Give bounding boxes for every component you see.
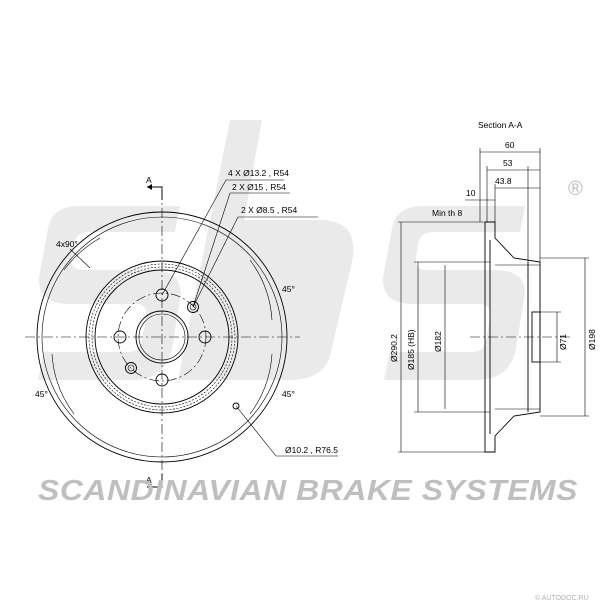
aux-hole-lower-left-inner (127, 364, 135, 372)
hat-outer (94, 269, 230, 405)
angle-arc-top-left (63, 237, 101, 271)
leader-holes-8-5 (192, 216, 318, 308)
bolt-hole-left (113, 330, 127, 344)
aux-hole-upper-right (187, 301, 199, 313)
bolt-hole-right (198, 330, 212, 344)
bolt-hole-top (155, 288, 169, 302)
dim-label-10: 10 (466, 188, 476, 198)
section-view: Section A-A 60 53 43.8 10 Min th 8 (389, 120, 597, 453)
dim-label-182: Ø182 (433, 331, 443, 352)
footer-watermark: © AUTODOC.RU (535, 594, 589, 602)
angle-label-bottom-right: 45° (282, 389, 295, 399)
bolt-count-label: 4x90° (56, 239, 78, 249)
disc-outer-edge (36, 211, 288, 463)
leader-bolt-holes (161, 179, 284, 296)
dim-label-71: Ø71 (558, 334, 568, 350)
bolt-hole-bottom (155, 373, 169, 387)
brand-tagline: SCANDINAVIAN BRAKE SYSTEMS (38, 475, 578, 507)
vent-ring-inner (91, 266, 233, 408)
angle-arc-bottom-left (51, 353, 75, 415)
vent-ring-outer (88, 263, 236, 411)
front-view: A A 4x90° 45° 45° 45° 4 X Ø13.2 , R54 2 … (25, 168, 338, 490)
aux-hole-lower-left (125, 362, 137, 374)
dim-label-290-2: Ø290.2 (389, 334, 399, 362)
disc-inner-edge (41, 216, 283, 458)
min-thickness-label: Min th 8 (432, 208, 463, 218)
sbs-watermark-logo (38, 120, 525, 380)
callout-holes-15: 2 X Ø15 , R54 (232, 182, 286, 192)
section-marker-top: A (146, 175, 152, 185)
angle-arc-bottom-right (249, 353, 273, 415)
callout-bottom: Ø10.2 , R76.5 (285, 445, 338, 455)
callout-bolt-holes: 4 X Ø13.2 , R54 (228, 168, 289, 178)
outer-hole-bottom-right (232, 402, 240, 410)
dim-label-53: 53 (503, 158, 513, 168)
angle-label-bottom-left: 45° (35, 389, 48, 399)
section-profile-outline (484, 221, 541, 453)
dim-label-43-8: 43.8 (495, 176, 512, 186)
center-bore-chamfer (138, 313, 186, 361)
dim-label-60: 60 (505, 140, 515, 150)
leader-holes-15 (192, 192, 290, 308)
section-arrow-top (147, 184, 152, 190)
friction-ring-outer (85, 260, 239, 414)
dim-label-198: Ø198 (587, 329, 597, 350)
center-bore (135, 310, 189, 364)
section-arrow-bottom (147, 484, 152, 490)
section-marker-bottom: A (146, 475, 152, 485)
aux-hole-upper-right-inner (189, 303, 197, 311)
angle-label-top-right: 45° (282, 284, 295, 294)
dim-label-185-hb: Ø185 (HB) (406, 329, 416, 370)
leader-angle-4x90 (69, 248, 91, 269)
leader-bottom (235, 405, 338, 457)
section-cut-top (147, 186, 163, 200)
section-title: Section A-A (478, 120, 523, 130)
angle-arc-top-right (249, 259, 273, 321)
bolt-circle (117, 292, 207, 382)
registered-mark: ® (568, 178, 583, 200)
callout-holes-8-5: 2 X Ø8.5 , R54 (241, 205, 297, 215)
